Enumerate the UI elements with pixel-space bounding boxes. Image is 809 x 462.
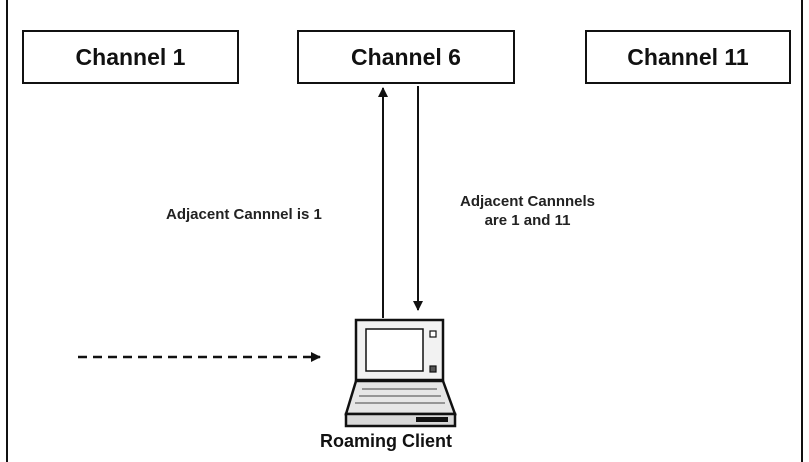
channel-1-box: Channel 1 [22,30,239,84]
adjacent-channels-right-line1: Adjacent Cannnels [460,193,596,210]
adjacent-channels-right-label: Adjacent Cannnels are 1 and 11 [460,192,595,230]
adjacent-channels-right-line2: are 1 and 11 [484,212,571,229]
channel-1-label: Channel 1 [75,43,186,70]
roaming-client-label: Roaming Client [320,431,453,451]
channel-6-label: Channel 6 [351,43,461,70]
channel-6-box: Channel 6 [297,30,515,84]
channel-11-label: Channel 11 [627,43,749,70]
adjacent-channel-left-label: Adjacent Cannnel is 1 [166,206,322,223]
laptop-icon [344,318,457,428]
diagram-frame [6,0,803,462]
channel-11-box: Channel 11 [585,30,791,84]
